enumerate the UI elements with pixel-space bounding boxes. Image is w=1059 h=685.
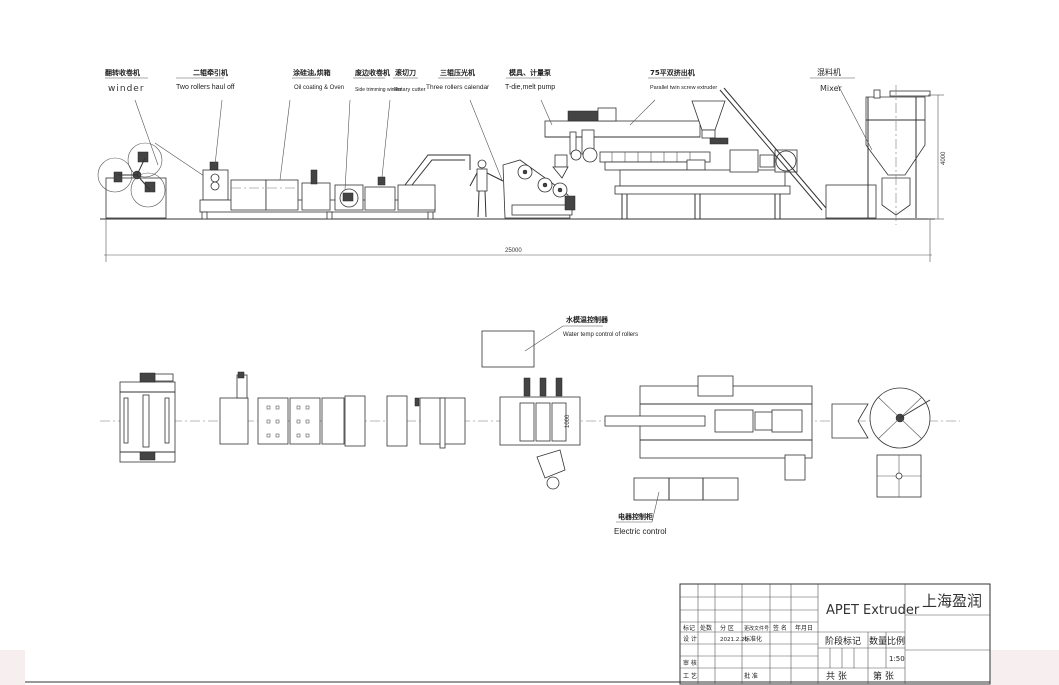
label-tdie-en: T-die,melt pump [505, 84, 555, 91]
tb-stage-mark-label: 阶段标记 [825, 635, 861, 647]
label-water-temp-cn: 水模温控制器 [566, 315, 609, 324]
margin-shade-left [0, 650, 25, 685]
side-view-labels: 翻转收卷机 winder 二辊牵引机 Two rollers haul off … [105, 67, 855, 94]
label-electric-cn: 电器控制柜 [618, 512, 653, 521]
roller-width-dimension: 1000 [565, 414, 571, 428]
tb-approve-label: 批 准 [744, 672, 758, 680]
label-oven-cn: 涂硅油,烘箱 [293, 68, 331, 77]
calendar-plan: 1000 [499, 377, 581, 490]
label-extruder-en: Parallel twin screw extruder [650, 85, 717, 91]
label-calendar-cn: 三辊压光机 [440, 68, 475, 77]
tb-header-sign: 签 名 [773, 624, 787, 632]
tb-design-label: 设 计 [683, 635, 697, 643]
mixer-plan [831, 387, 931, 498]
operator-figure [469, 159, 504, 218]
title-block: 标记 处数 分 区 更改文件号 签 名 年月日 设 计 2021.2.20 标准… [25, 583, 991, 685]
label-rotary-cutter-cn: 滚切刀 [395, 68, 416, 77]
overall-length-dimension: 25000 [505, 248, 522, 254]
label-water-temp-en: Water temp control of rollers [563, 332, 638, 338]
tb-total-sheets-label: 共 张 [826, 671, 847, 682]
haul-off-side [202, 99, 229, 201]
mixer-side: 4000 [825, 84, 947, 225]
height-dimension: 4000 [941, 151, 947, 165]
label-mixer-cn: 混料机 [817, 67, 841, 77]
scale-value: 1:50 [889, 655, 905, 663]
tb-header-date: 年月日 [795, 624, 813, 632]
tb-header-change-doc: 更改文件号 [744, 625, 769, 632]
tb-design-date: 2021.2.20 [720, 637, 748, 643]
tb-quantity-label: 数量 [869, 635, 887, 647]
label-rotary-cutter-en: Rotary cutter [394, 87, 426, 93]
tb-process-label: 工 艺 [683, 672, 697, 680]
side-view: 4000 25000 翻转收卷机 winder 二辊牵引机 Two roller… [97, 67, 947, 262]
tb-header-count: 处数 [700, 624, 712, 632]
oven-side [230, 99, 299, 211]
label-electric-en: Electric control [614, 527, 667, 536]
label-calendar-en: Three rollers calendar [426, 84, 490, 91]
label-haul-off-cn: 二辊牵引机 [193, 68, 228, 77]
company-name: 上海盈润 [922, 592, 982, 610]
label-trim-winder-cn: 废边收卷机 [355, 68, 390, 77]
margin-shade-right [990, 650, 1059, 685]
label-oven-en: Oil coating & Oven [294, 85, 344, 91]
label-winder-cn: 翻转收卷机 [105, 68, 140, 77]
extruder-plan [604, 375, 813, 481]
tb-review-label: 审 核 [683, 659, 697, 667]
label-haul-off-en: Two rollers haul off [176, 84, 235, 91]
tb-standardize-label: 标准化 [744, 635, 762, 643]
calendar-side [469, 99, 576, 219]
oven-plan [257, 395, 466, 449]
tb-sheet-no-label: 第 张 [873, 670, 894, 682]
winder-side [97, 99, 211, 219]
label-extruder-cn: 75平双挤出机 [650, 68, 695, 77]
tb-header-mark: 标记 [683, 624, 695, 632]
label-tdie-cn: 模具、计量泵 [509, 68, 551, 77]
label-winder-en: winder [108, 84, 145, 94]
tb-header-zone: 分 区 [720, 624, 734, 632]
label-trim-winder-en: Side trimming winder [355, 87, 402, 93]
tb-scale-label: 比例 [887, 635, 905, 647]
winder-plan [119, 372, 176, 463]
plan-view: 水模温控制器 Water temp control of rollers 100… [100, 315, 960, 536]
drawing-title: APET Extruder [826, 603, 920, 618]
extruder-side [540, 87, 827, 219]
label-mixer-en: Mixer [820, 84, 843, 93]
